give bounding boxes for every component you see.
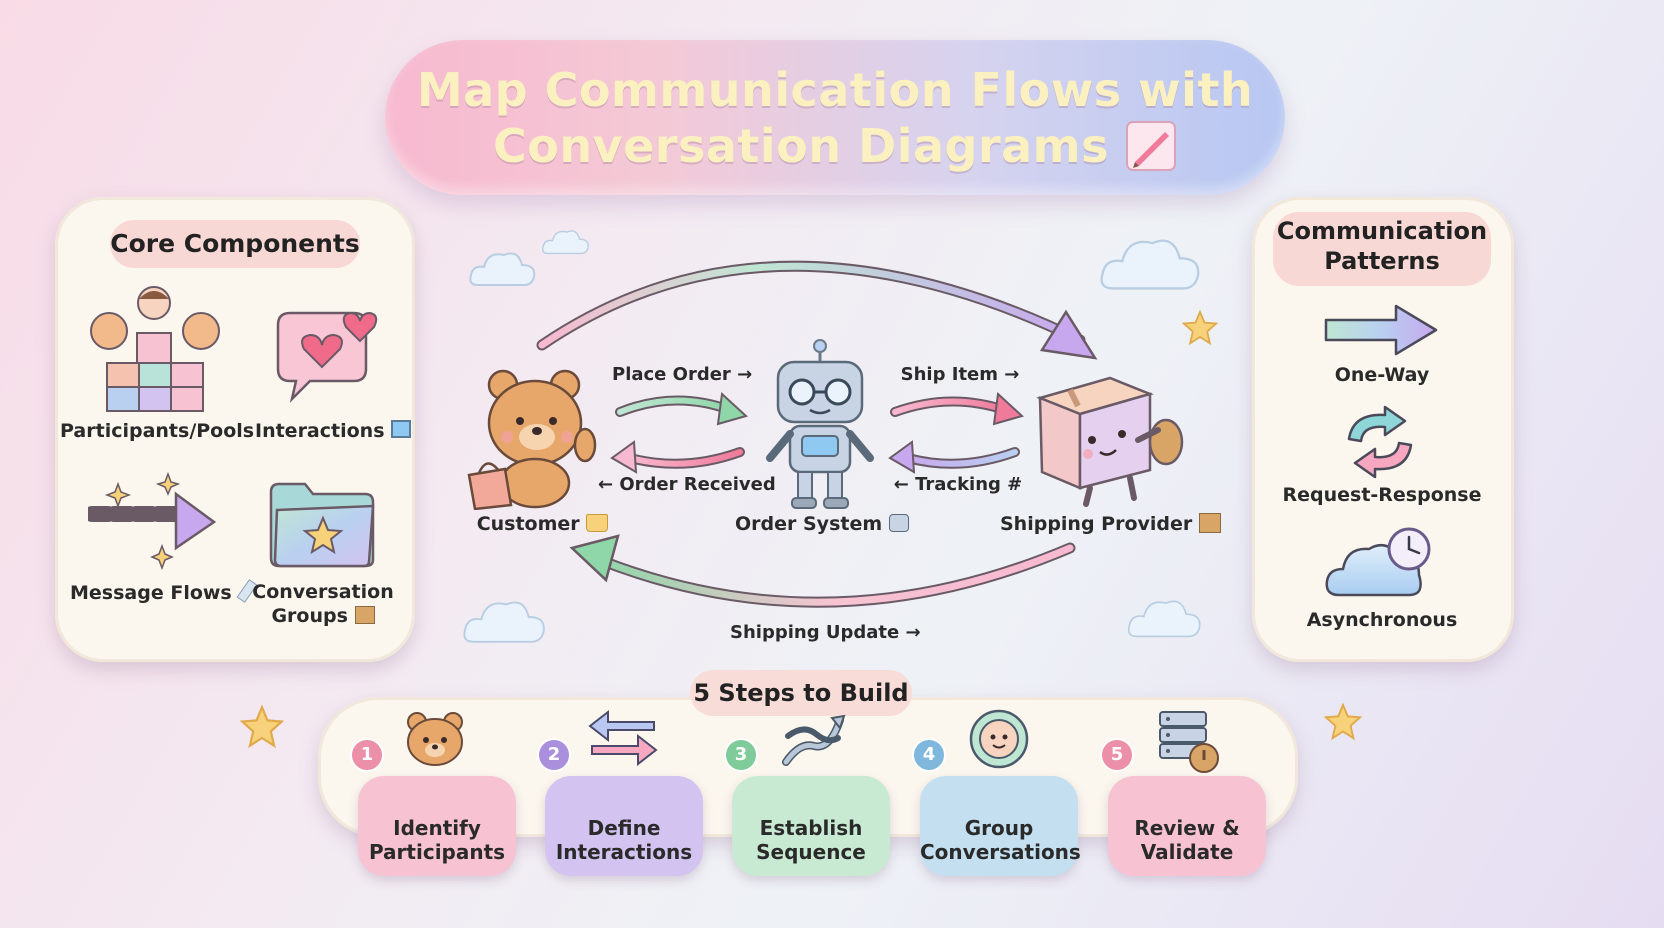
title-line-1: Map Communication Flows with (416, 62, 1254, 117)
step-number-badge: 2 (537, 738, 571, 772)
bear-face-icon (407, 712, 463, 766)
tracking-label: ← Tracking # (893, 474, 1023, 495)
server-check-icon (1159, 711, 1219, 773)
cloud-icon (542, 230, 589, 255)
step-number-badge: 1 (350, 738, 384, 772)
step-number-badge: 4 (912, 738, 946, 772)
robot-icon (766, 339, 874, 509)
robot-face-icon (888, 514, 909, 532)
conversation-groups-label: Conversation Groups (248, 580, 398, 628)
crown-icon (586, 514, 609, 532)
cloud-icon (1127, 600, 1201, 638)
cycle-arrows-icon (1347, 405, 1413, 479)
box-icon (354, 606, 375, 624)
patterns-heading: Communication Patterns (1273, 212, 1491, 286)
square-icon (391, 420, 412, 438)
cloud-icon (469, 252, 536, 286)
place-order-label: Place Order → (612, 364, 753, 385)
participants-pools-label: Participants/Pools (60, 420, 255, 442)
ribbon-arrows-icon (782, 714, 846, 766)
flow-arrows (536, 260, 1098, 608)
ship-item-label: Ship Item → (900, 364, 1020, 385)
title-banner: Map Communication Flows with Conversatio… (385, 40, 1285, 195)
patterns-heading-line-1: Communication (1276, 217, 1488, 245)
cloud-clock-icon (1325, 527, 1431, 597)
two-arrows-icon (588, 709, 658, 767)
shipping-provider-label: Shipping Provider (1000, 513, 1221, 535)
speech-bubble-heart-icon (276, 311, 378, 403)
step-label-line-2: Sequence (756, 840, 866, 864)
box-character-icon (1036, 376, 1184, 507)
box-icon (1198, 513, 1221, 533)
cloud-icon (463, 601, 545, 643)
shipping-provider-text: Shipping Provider (1000, 513, 1193, 535)
participants-icon (90, 286, 220, 412)
step-label-line-1: Establish (759, 816, 863, 840)
customer-label: Customer (470, 513, 615, 535)
core-components-panel (55, 197, 415, 662)
step-label-line-2: Validate (1140, 840, 1234, 864)
bear-icon (467, 369, 597, 510)
order-system-text: Order System (735, 513, 883, 535)
title-line-2: Conversation Diagrams (493, 118, 1109, 173)
step-label-line-1: Group (964, 816, 1034, 840)
right-arrow-icon (1324, 304, 1438, 356)
step-card[interactable]: 5 Review &Validate (1100, 738, 1266, 876)
star-icon (1324, 703, 1362, 741)
smiley-ring-icon (969, 709, 1029, 769)
message-flows-text: Message Flows (70, 582, 232, 604)
step-label-line-1: Identify (393, 816, 481, 840)
interactions-label: Interactions (255, 420, 412, 442)
folder-star-icon (269, 482, 375, 568)
step-label-line-1: Review & (1134, 816, 1240, 840)
cloud-icon (1100, 239, 1200, 290)
order-system-label: Order System (735, 513, 909, 535)
message-flows-label: Message Flows (70, 579, 258, 604)
asynchronous-label: Asynchronous (1306, 609, 1458, 631)
star-icon (1182, 310, 1218, 346)
star-icon (240, 705, 284, 749)
one-way-label: One-Way (1334, 364, 1430, 386)
step-label-line-2: Participants (368, 840, 506, 864)
patterns-heading-line-2: Patterns (1324, 247, 1440, 275)
shipping-update-label: Shipping Update → (730, 622, 921, 643)
conversation-groups-line-1: Conversation (252, 581, 394, 603)
dashed-arrow-icon (88, 471, 217, 570)
step-number-badge: 3 (724, 738, 758, 772)
pencil-icon (1125, 120, 1176, 171)
step-label-line-2: Interactions (555, 840, 693, 864)
steps-heading: 5 Steps to Build (690, 670, 912, 716)
step-label-line-1: Define (587, 816, 661, 840)
step-number-badge: 5 (1100, 738, 1134, 772)
core-components-heading: Core Components (110, 220, 360, 268)
customer-text: Customer (476, 513, 580, 535)
interactions-text: Interactions (255, 420, 385, 442)
request-response-label: Request-Response (1282, 484, 1482, 506)
step-label: Review &Validate (1108, 816, 1266, 864)
step-label-line-2: Conversations (920, 840, 1081, 864)
order-received-label: ← Order Received (598, 474, 776, 495)
conversation-groups-line-2: Groups (271, 605, 348, 627)
